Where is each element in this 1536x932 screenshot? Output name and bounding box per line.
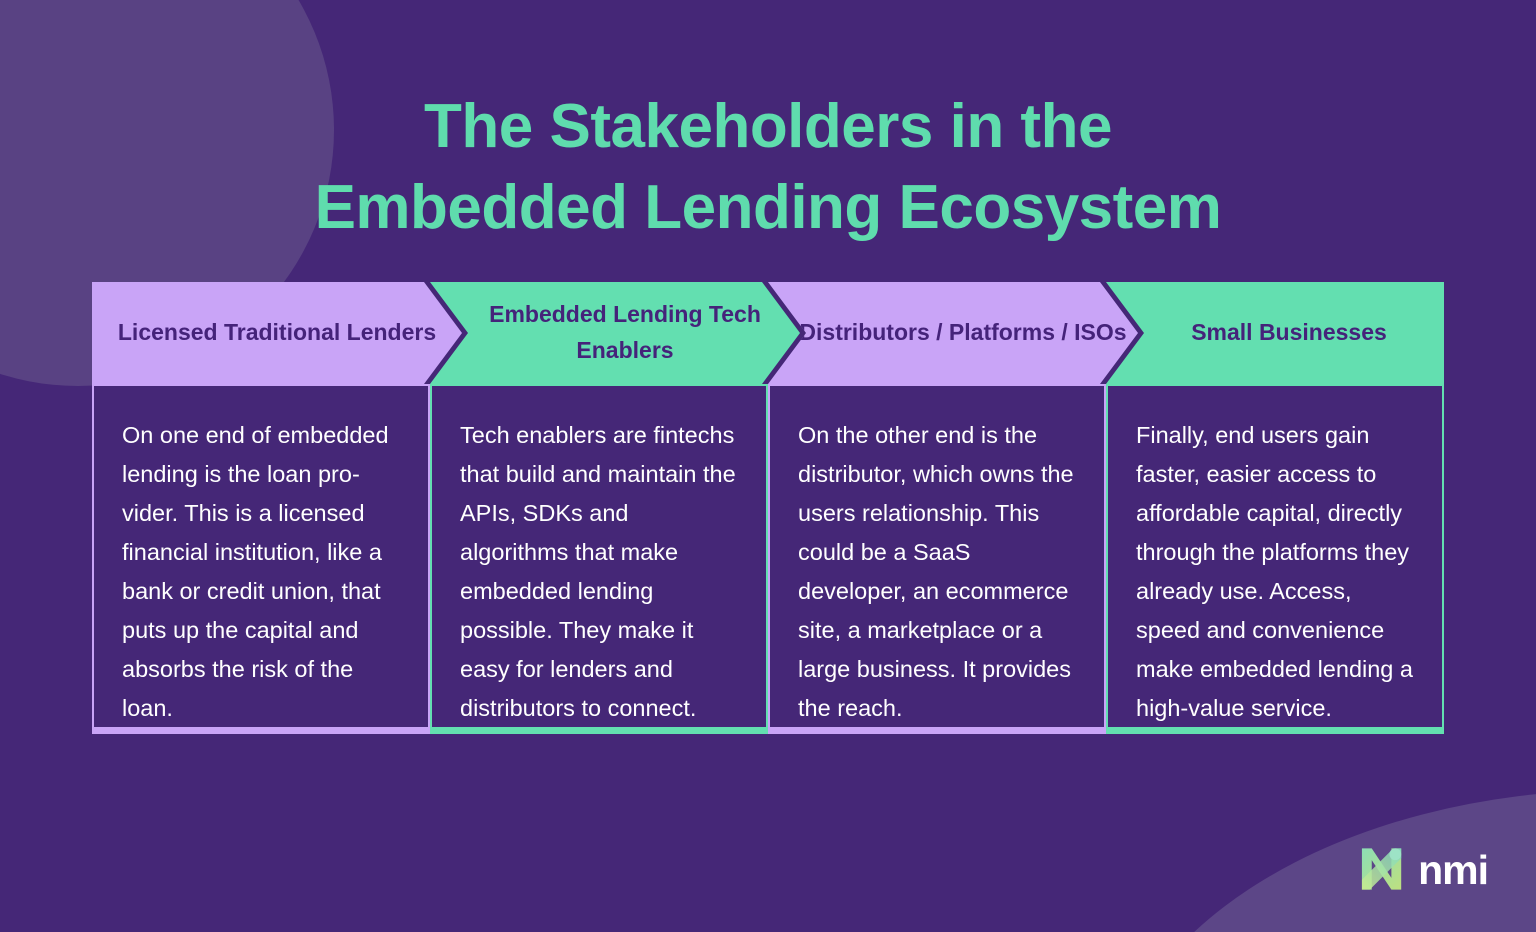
stage-header-small-businesses: Small Businesses (1106, 282, 1444, 384)
stage-header-label: Embedded Lending Tech Enablers (489, 301, 761, 363)
stage-description-text: On one end of embedded lending is the lo… (122, 422, 389, 721)
page-title: The Stakeholders in the Embedded Lending… (0, 86, 1536, 250)
stage-header-embedded-lending-tech-enablers: Embedded Lending Tech Enablers (430, 282, 800, 384)
nmi-logo: nmi (1358, 840, 1489, 898)
stage-header-distributors-platforms-isos: Distributors / Platforms / ISOs (768, 282, 1138, 384)
nmi-butterfly-mark-icon (1361, 848, 1402, 890)
stage-description-text: On the other end is the distributor, whi… (798, 422, 1074, 721)
stage-description-row: On one end of embedded lending is the lo… (92, 384, 1444, 734)
stage-description-licensed-traditional-lenders: On one end of embedded lending is the lo… (92, 384, 430, 734)
stage-header-label: Distributors / Platforms / ISOs (799, 319, 1127, 346)
stage-description-text: Tech enablers are fintechs that build an… (460, 422, 736, 721)
stage-description-small-businesses: Finally, end users gain faster, easier a… (1106, 384, 1444, 734)
stage-header-licensed-traditional-lenders: Licensed Traditional Lenders (92, 282, 462, 384)
nmi-wordmark: nmi (1418, 846, 1489, 893)
stage-header-band: Licensed Traditional Lenders Embedded Le… (92, 282, 1444, 384)
stage-header-label: Licensed Traditional Lenders (117, 319, 437, 346)
stage-header-label: Small Businesses (1191, 319, 1387, 346)
stakeholder-process-diagram: Licensed Traditional Lenders Embedded Le… (92, 282, 1444, 734)
stage-description-embedded-lending-tech-enablers: Tech enablers are fintechs that build an… (430, 384, 768, 734)
stage-description-text: Finally, end users gain faster, easier a… (1136, 422, 1413, 721)
page-title-line-2: Embedded Lending Ecosystem (314, 173, 1222, 243)
page-title-line-1: The Stakeholders in the (424, 91, 1112, 161)
stage-description-distributors-platforms-isos: On the other end is the distributor, whi… (768, 384, 1106, 734)
